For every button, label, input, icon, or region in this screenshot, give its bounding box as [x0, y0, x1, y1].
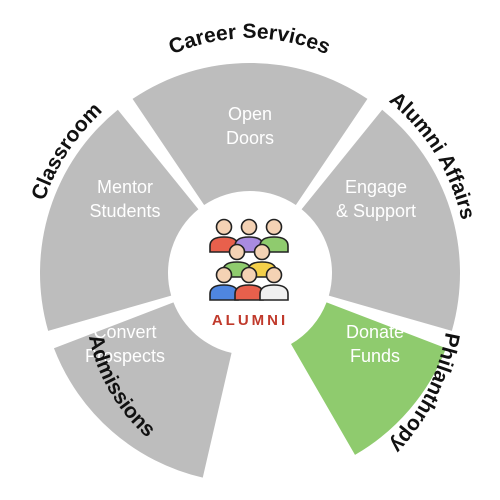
segment-label-line: Open: [228, 104, 272, 124]
segment-label-alumni-affairs: Engage & Support: [336, 177, 416, 221]
segment-label-line: Donate: [346, 322, 404, 342]
segment-label-line: & Support: [336, 201, 416, 221]
segment-label-line: Engage: [345, 177, 407, 197]
segment-label-line: Prospects: [85, 346, 165, 366]
segment-label-line: Students: [89, 201, 160, 221]
segment-label-line: Doors: [226, 128, 274, 148]
segment-label-line: Convert: [93, 322, 156, 342]
ring-label-career-services: Career Services: [166, 20, 334, 59]
segment-classroom: [39, 109, 199, 331]
segment-label-line: Mentor: [97, 177, 153, 197]
segment-career: [132, 63, 368, 206]
segment-admissions: [53, 302, 232, 478]
segment-label-line: Funds: [350, 346, 400, 366]
segment-philanthropy: [291, 302, 447, 455]
segment-alumni-affairs: [301, 109, 461, 331]
people-group-icon: [209, 218, 289, 301]
center-label: ALUMNI: [212, 312, 288, 329]
